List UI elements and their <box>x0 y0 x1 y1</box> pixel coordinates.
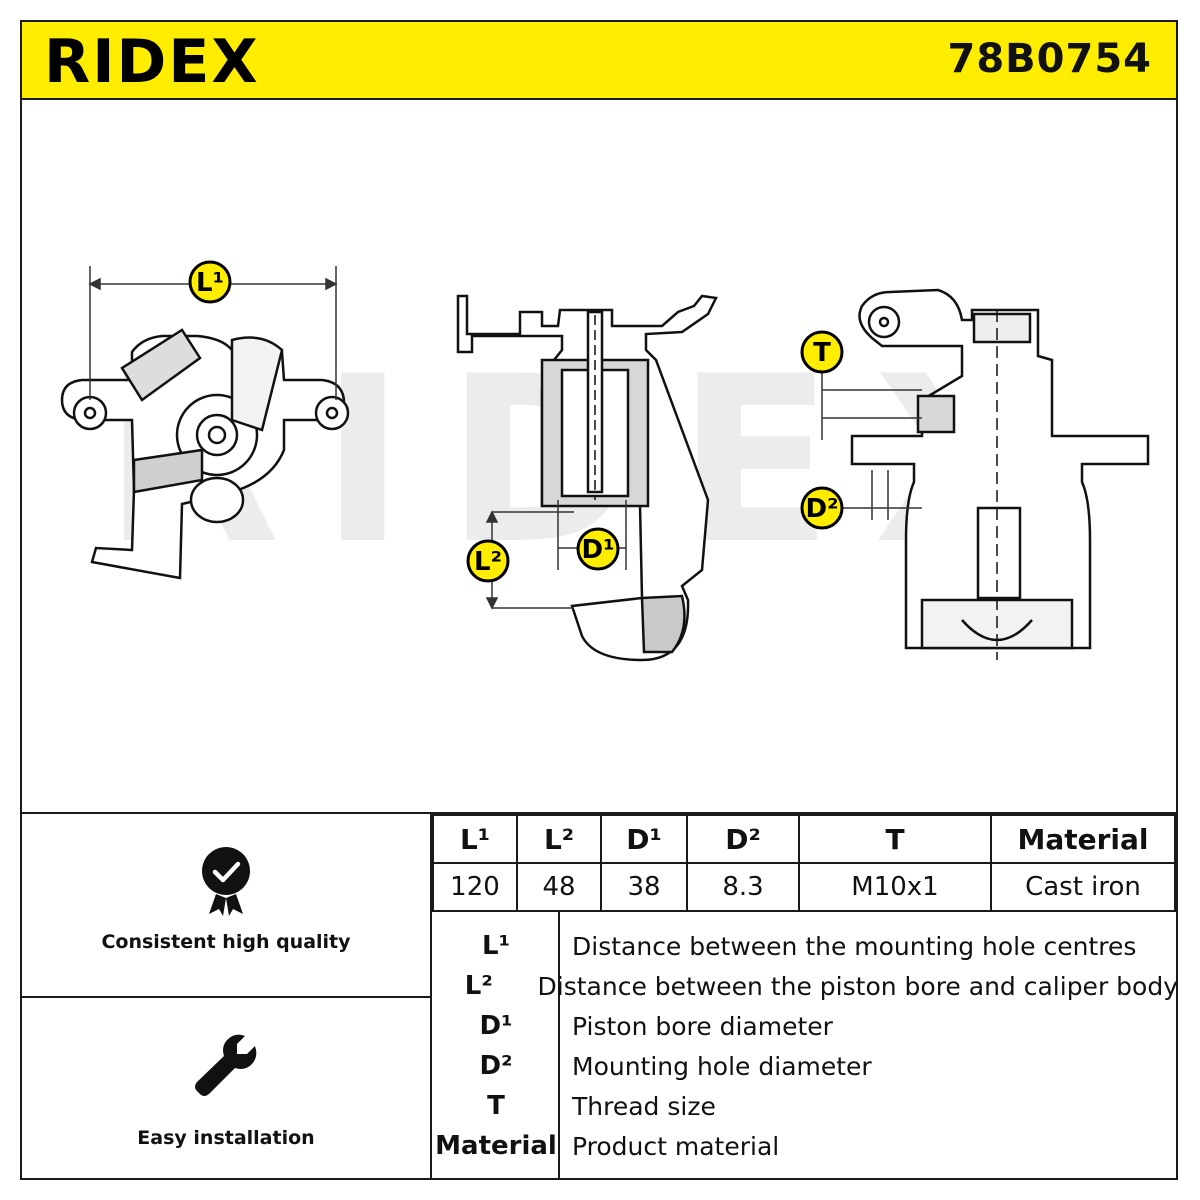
header-bar: RIDEX 78B0754 <box>20 20 1178 100</box>
legend-description: Mounting hole diameter <box>572 1051 872 1081</box>
legend-description: Thread size <box>572 1091 716 1121</box>
svg-text:L¹: L¹ <box>196 268 224 298</box>
legend-row: D¹ Piston bore diameter <box>432 1006 1178 1046</box>
spec-header-cell: Material <box>990 814 1176 864</box>
legend-symbol: D¹ <box>479 1011 513 1041</box>
technical-drawing: RIDEX <box>60 260 1150 662</box>
spec-header-cell: T <box>798 814 992 864</box>
badge-d1: D¹ <box>576 527 620 571</box>
part-number: 78B0754 <box>947 36 1152 82</box>
badge-l1: L¹ <box>188 260 232 304</box>
legend-list: L¹ Distance between the mounting hole ce… <box>432 926 1178 1166</box>
legend-description: Piston bore diameter <box>572 1011 833 1041</box>
dimension-l2-d1 <box>485 500 627 610</box>
legend-description: Distance between the piston bore and cal… <box>537 971 1178 1001</box>
feature-label: Consistent high quality <box>101 931 351 953</box>
legend-symbol: L² <box>464 971 493 1001</box>
spec-value-cell: 120 <box>432 862 518 912</box>
svg-text:D²: D² <box>806 494 839 524</box>
legend-symbol: D² <box>479 1051 513 1081</box>
badge-l2: L² <box>466 539 510 583</box>
legend-row: L¹ Distance between the mounting hole ce… <box>432 926 1178 966</box>
spec-header-row: L¹ L² D¹ D² T Material <box>432 814 1176 864</box>
badge-d2: D² <box>800 486 844 530</box>
svg-text:L²: L² <box>474 547 502 577</box>
spec-value-cell: M10x1 <box>798 862 992 912</box>
spec-header-cell: D² <box>686 814 800 864</box>
feature-quality: Consistent high quality <box>22 846 430 953</box>
spec-value-cell: Cast iron <box>990 862 1176 912</box>
legend-row: L² Distance between the piston bore and … <box>432 966 1178 1006</box>
legend-row: T Thread size <box>432 1086 1178 1126</box>
spec-table: L¹ L² D¹ D² T Material 120 48 38 8.3 M10… <box>432 814 1176 912</box>
svg-text:RIDEX: RIDEX <box>44 30 260 92</box>
caliper-front-view <box>850 288 1150 660</box>
spec-value-cell: 8.3 <box>686 862 800 912</box>
spec-header-cell: D¹ <box>600 814 688 864</box>
legend-description: Product material <box>572 1131 780 1161</box>
caliper-section-view <box>456 294 718 662</box>
legend-row: D² Mounting hole diameter <box>432 1046 1178 1086</box>
spec-value-row: 120 48 38 8.3 M10x1 Cast iron <box>432 862 1176 912</box>
feature-installation: Easy installation <box>22 1030 430 1149</box>
dimension-t-d2 <box>821 370 922 520</box>
ridex-logo: RIDEX <box>44 30 260 92</box>
legend-divider <box>558 912 560 1180</box>
legend-description: Distance between the mounting hole centr… <box>572 931 1137 961</box>
spec-value-cell: 48 <box>516 862 602 912</box>
caliper-side-view <box>60 328 350 580</box>
feature-label: Easy installation <box>137 1127 315 1149</box>
divider-drawing-bottom <box>20 812 1178 814</box>
spec-value-cell: 38 <box>600 862 688 912</box>
svg-text:T: T <box>813 338 831 368</box>
spec-header-cell: L¹ <box>432 814 518 864</box>
legend-symbol: T <box>487 1091 505 1121</box>
legend-symbol: L¹ <box>482 931 510 961</box>
divider-features-middle <box>20 996 432 998</box>
spec-header-cell: L² <box>516 814 602 864</box>
legend-row: Material Product material <box>432 1126 1178 1166</box>
badge-t: T <box>800 330 844 374</box>
svg-text:D¹: D¹ <box>582 535 615 565</box>
wrench-icon <box>195 1034 257 1096</box>
legend-symbol: Material <box>435 1131 557 1161</box>
quality-badge-icon <box>202 847 250 916</box>
